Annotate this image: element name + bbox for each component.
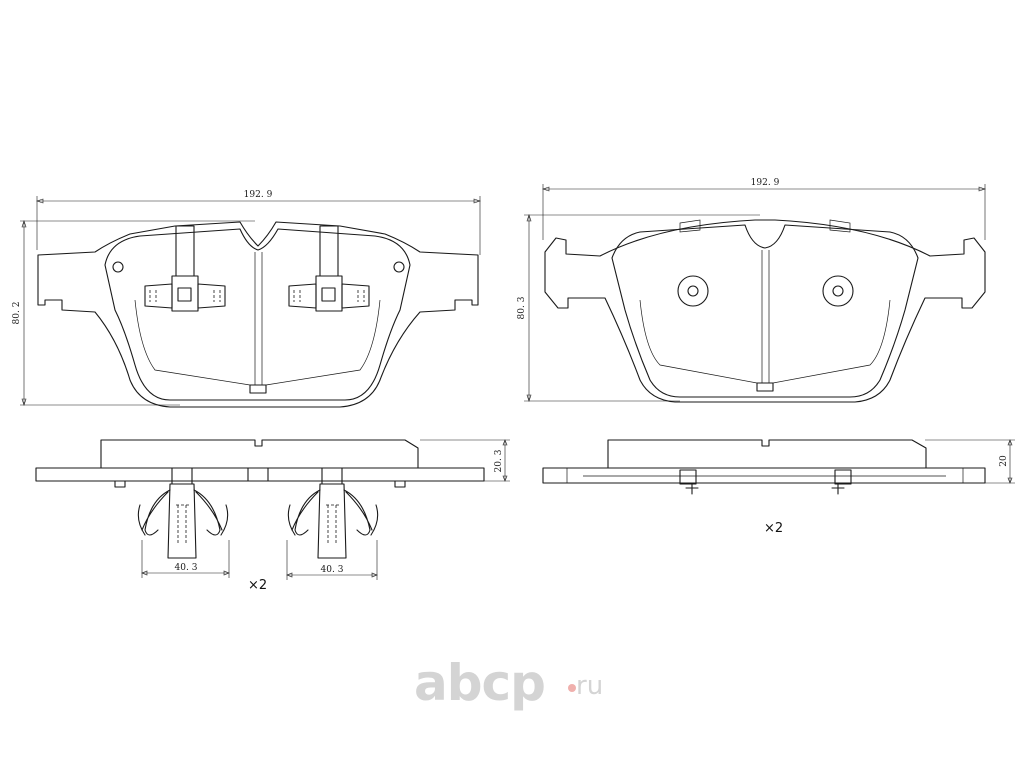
left-wear-indicator-notch bbox=[249, 384, 267, 394]
left-pad-height-dimension: 80. 2 bbox=[12, 220, 255, 406]
right-pad-height-label: 80. 3 bbox=[517, 296, 527, 319]
left-clip-width-label: 40. 3 bbox=[175, 563, 198, 573]
watermark-logo: abcp ru bbox=[414, 654, 603, 712]
left-backing-plate bbox=[37, 221, 479, 408]
right-side-friction-block bbox=[607, 439, 927, 469]
left-mounting-hole-left bbox=[112, 261, 124, 273]
left-clip-width-dimension-1: 40. 3 bbox=[141, 540, 230, 578]
right-pad-width-label: 192. 9 bbox=[751, 178, 780, 188]
right-friction-material bbox=[611, 224, 919, 398]
right-thickness-dimension: 20 bbox=[925, 439, 1015, 484]
left-clip-width-dimension-2: 40. 3 bbox=[286, 540, 378, 580]
right-pad-height-dimension: 80. 3 bbox=[517, 214, 760, 402]
watermark-tld: ru bbox=[576, 671, 603, 701]
right-piston-mark-right-inner bbox=[832, 285, 844, 297]
left-thickness-label: 20. 3 bbox=[494, 449, 504, 472]
left-pad-width-dimension: 192. 9 bbox=[36, 190, 481, 255]
right-piston-mark-left-inner bbox=[687, 285, 699, 297]
watermark-brand: abcp bbox=[414, 654, 545, 712]
right-thickness-label: 20 bbox=[999, 455, 1009, 467]
right-piston-mark-right-outer bbox=[822, 275, 854, 307]
watermark-dot bbox=[568, 684, 576, 692]
right-pad-quantity-label: ×2 bbox=[764, 521, 783, 536]
right-pad-width-dimension: 192. 9 bbox=[542, 178, 986, 240]
left-side-spring-clip-2 bbox=[287, 467, 379, 559]
right-clip-width-label: 40. 3 bbox=[321, 565, 344, 575]
left-pad-width-label: 192. 9 bbox=[244, 190, 273, 200]
clip-quantity-label: ×2 bbox=[248, 578, 267, 593]
right-backing-plate bbox=[544, 219, 986, 403]
left-pad-front-view: 192. 9 80. 2 bbox=[12, 190, 481, 408]
left-thickness-dimension: 20. 3 bbox=[420, 439, 510, 482]
left-side-backing-plate bbox=[35, 467, 485, 482]
left-pad-side-view: 20. 3 40. 3 40. 3 bbox=[35, 439, 510, 593]
right-pad-front-view: 192. 9 80. 3 bbox=[517, 178, 986, 403]
right-pad-side-view: 20 ×2 bbox=[542, 439, 1015, 536]
right-piston-mark-left-outer bbox=[677, 275, 709, 307]
right-center-slot bbox=[761, 250, 770, 383]
left-side-spring-clip-1 bbox=[137, 467, 229, 559]
left-friction-material bbox=[104, 228, 411, 401]
left-pad-height-label: 80. 2 bbox=[12, 302, 22, 325]
left-center-slot bbox=[254, 252, 263, 385]
left-pad-spring-clip-1 bbox=[144, 225, 226, 312]
right-wear-indicator-notch bbox=[756, 382, 774, 392]
left-pad-spring-clip-2 bbox=[288, 225, 370, 312]
right-side-backing-plate bbox=[542, 467, 986, 484]
left-side-friction-block bbox=[100, 439, 419, 469]
left-mounting-hole-right bbox=[393, 261, 405, 273]
